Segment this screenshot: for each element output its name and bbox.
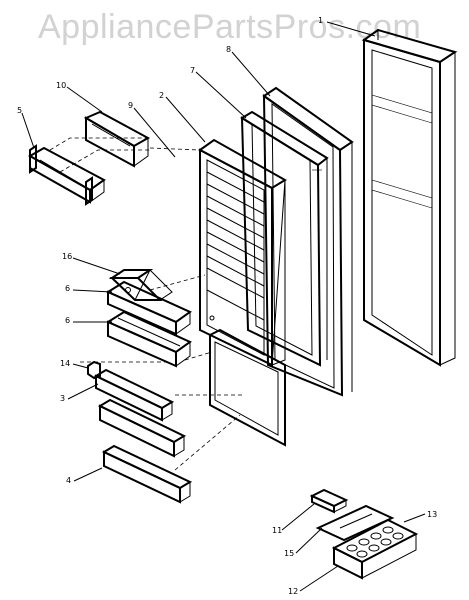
callout-11: 11 — [272, 526, 282, 535]
callout-6-upper: 6 — [65, 284, 70, 293]
bin-clip[interactable] — [87, 360, 101, 380]
door-gasket[interactable] — [262, 86, 354, 397]
hinge-cover[interactable] — [83, 110, 151, 168]
callout-3: 3 — [60, 394, 65, 403]
ice-bin-cover[interactable] — [315, 504, 395, 542]
callout-1: 1 — [318, 16, 323, 25]
callout-4: 4 — [66, 476, 71, 485]
assembly-guide-lines — [49, 137, 245, 471]
leader-lines — [21, 21, 426, 592]
callout-10: 10 — [56, 81, 66, 90]
door-shelf-4a[interactable] — [97, 398, 187, 458]
ice-bin-cells — [346, 526, 404, 558]
callout-2: 2 — [159, 91, 164, 100]
door-bin-6b[interactable] — [105, 310, 192, 368]
callout-5: 5 — [17, 106, 22, 115]
door-bin-6a[interactable] — [105, 280, 192, 336]
door-shelf-3[interactable] — [93, 368, 175, 422]
callout-16: 16 — [62, 252, 72, 261]
callout-14: 14 — [60, 359, 70, 368]
callout-6-lower: 6 — [65, 316, 70, 325]
callout-7: 7 — [190, 66, 195, 75]
callout-15: 15 — [284, 549, 294, 558]
callout-8: 8 — [226, 45, 231, 54]
door-bin-upper[interactable] — [108, 269, 173, 301]
ice-tray[interactable] — [309, 488, 349, 514]
callout-12: 12 — [288, 587, 298, 596]
watermark: AppliancePartsPros.com — [38, 8, 422, 46]
callout-9: 9 — [128, 101, 133, 110]
callout-13: 13 — [427, 510, 437, 519]
inner-door-ribs — [206, 171, 265, 321]
inner-door-liner[interactable] — [198, 138, 287, 447]
hinge-bracket[interactable] — [27, 144, 106, 206]
door-shelf-4b[interactable] — [101, 444, 193, 504]
door-outer-panel[interactable] — [361, 28, 458, 367]
door-liner[interactable] — [240, 110, 329, 367]
ice-bin[interactable] — [331, 518, 419, 580]
